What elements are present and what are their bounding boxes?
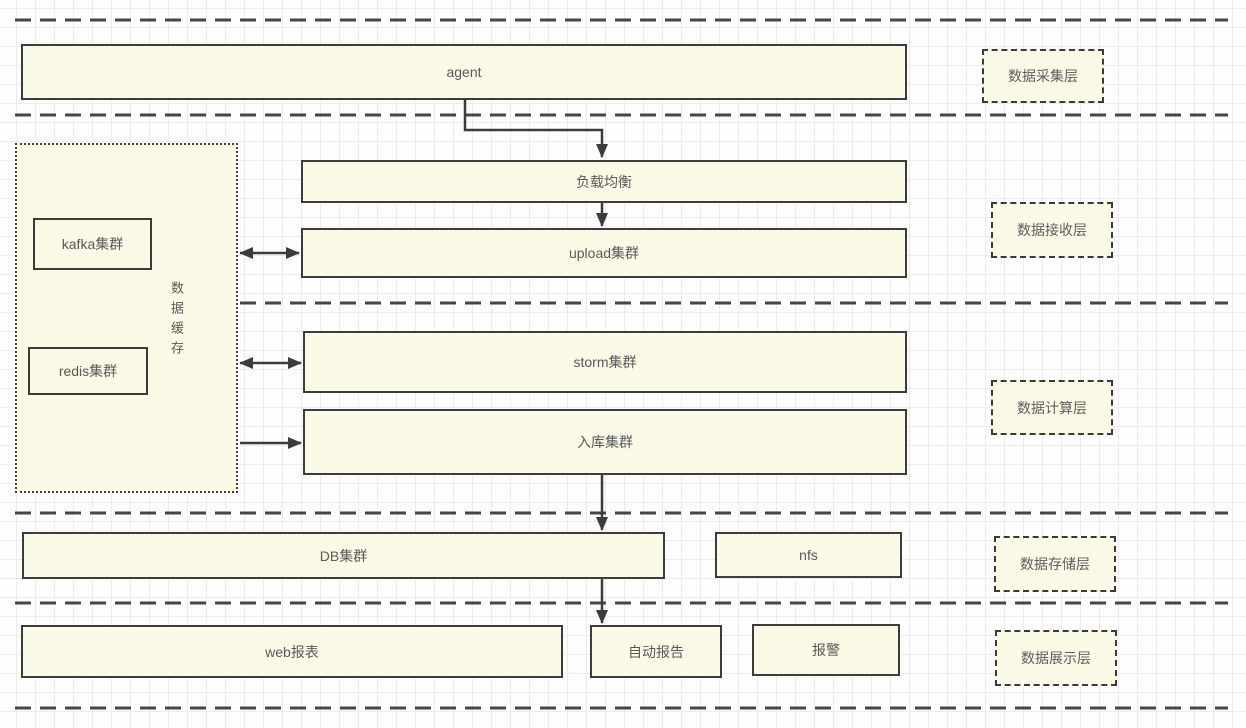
node-ingest-cluster-label: 入库集群: [577, 434, 633, 450]
node-alarm: 报警: [752, 624, 900, 676]
node-web-report-label: web报表: [265, 643, 319, 660]
node-auto-report-label: 自动报告: [628, 643, 684, 660]
node-redis-cluster: redis集群: [28, 347, 148, 395]
data-cache-container: [15, 143, 238, 493]
layer-label-display-text: 数据展示层: [1021, 650, 1091, 666]
node-kafka-cluster: kafka集群: [33, 218, 152, 270]
node-upload-cluster: upload集群: [301, 228, 907, 278]
node-ingest-cluster: 入库集群: [303, 409, 907, 475]
layer-label-collect-text: 数据采集层: [1008, 68, 1078, 84]
layer-label-display: 数据展示层: [995, 630, 1117, 686]
node-nfs: nfs: [715, 532, 902, 578]
node-nfs-label: nfs: [799, 547, 818, 563]
node-auto-report: 自动报告: [590, 625, 722, 678]
layer-label-receive: 数据接收层: [991, 202, 1113, 258]
node-alarm-label: 报警: [812, 642, 840, 658]
node-kafka-cluster-label: kafka集群: [61, 236, 124, 252]
node-redis-cluster-label: redis集群: [58, 363, 118, 379]
node-db-cluster-label: DB集群: [319, 547, 368, 564]
node-agent: agent: [21, 44, 907, 100]
node-agent-label: agent: [446, 64, 482, 80]
layer-label-receive-text: 数据接收层: [1017, 222, 1087, 238]
node-load-balancer-label: 负载均衡: [576, 173, 632, 190]
node-db-cluster: DB集群: [22, 532, 665, 579]
layer-label-collect: 数据采集层: [982, 49, 1104, 103]
layer-label-storage: 数据存储层: [994, 536, 1116, 592]
node-storm-cluster: storm集群: [303, 331, 907, 393]
layer-label-compute: 数据计算层: [991, 380, 1113, 435]
node-upload-cluster-label: upload集群: [568, 245, 640, 261]
layer-label-compute-text: 数据计算层: [1017, 399, 1087, 416]
layer-label-storage-text: 数据存储层: [1020, 556, 1090, 572]
arrow-agent-to-load-balancer: [463, 100, 608, 158]
node-load-balancer: 负载均衡: [301, 160, 907, 203]
node-web-report: web报表: [21, 625, 563, 678]
data-cache-label: 数据缓存: [169, 281, 184, 361]
node-storm-cluster-label: storm集群: [573, 354, 637, 370]
